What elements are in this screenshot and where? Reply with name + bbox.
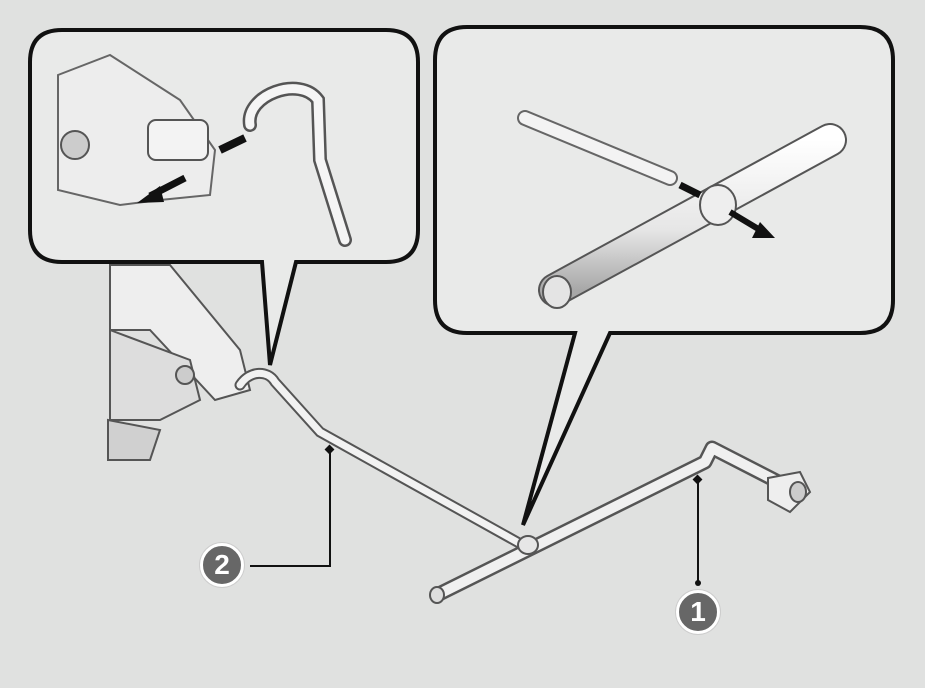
leader-line-2 — [250, 444, 335, 567]
wheel-nut-wrench — [429, 440, 812, 604]
detail-bubble-wrench-joint — [433, 25, 895, 526]
detail-bubble-jack-hook — [28, 28, 420, 366]
callout-2: 2 — [200, 543, 244, 587]
leader-line-1 — [692, 474, 703, 586]
callout-1: 1 — [676, 590, 720, 634]
jack-body — [107, 264, 252, 461]
jack-handle — [234, 367, 534, 554]
